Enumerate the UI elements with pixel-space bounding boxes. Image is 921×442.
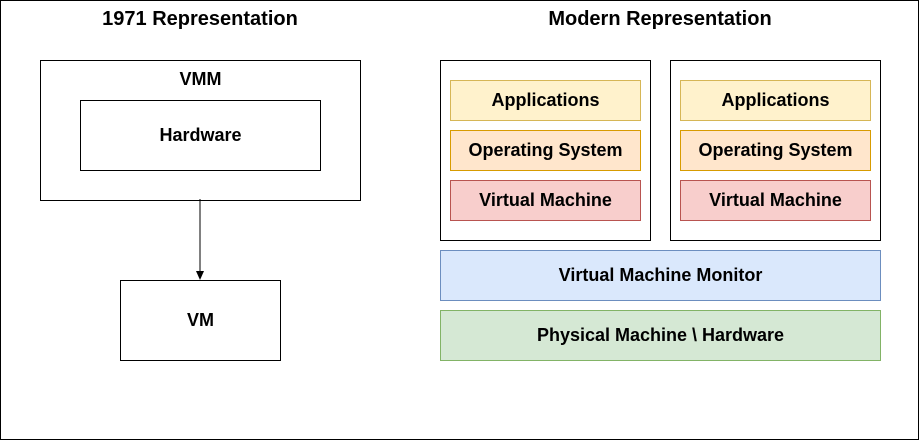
physical-hardware-label: Physical Machine \ Hardware — [536, 325, 785, 345]
vmm-to-vm-arrow — [196, 199, 204, 280]
vm-label: VM — [187, 310, 214, 330]
right-title: Modern Representation — [548, 8, 772, 30]
vmm-label: VMM — [179, 69, 222, 89]
hardware-box: Hardware — [80, 100, 321, 171]
virtual-machine-layer: Virtual Machine — [680, 180, 871, 221]
hardware-label: Hardware — [159, 125, 242, 145]
operating-system-label: Operating System — [698, 140, 853, 160]
operating-system-layer: Operating System — [450, 130, 641, 171]
virtual-machine-layer: Virtual Machine — [450, 180, 641, 221]
left-title: 1971 Representation — [102, 8, 298, 30]
applications-label: Applications — [721, 90, 830, 110]
virtual-machine-label: Virtual Machine — [479, 190, 612, 210]
applications-layer: Applications — [680, 80, 871, 121]
vm-stack-1: Applications Operating System Virtual Ma… — [440, 60, 651, 241]
vm-stack-2: Applications Operating System Virtual Ma… — [670, 60, 881, 241]
applications-label: Applications — [491, 90, 600, 110]
physical-hardware-layer: Physical Machine \ Hardware — [440, 310, 881, 361]
virtual-machine-monitor-label: Virtual Machine Monitor — [558, 265, 763, 285]
vm-box: VM — [120, 280, 281, 361]
applications-layer: Applications — [450, 80, 641, 121]
operating-system-label: Operating System — [468, 140, 623, 160]
virtual-machine-monitor-layer: Virtual Machine Monitor — [440, 250, 881, 301]
virtual-machine-label: Virtual Machine — [709, 190, 842, 210]
operating-system-layer: Operating System — [680, 130, 871, 171]
